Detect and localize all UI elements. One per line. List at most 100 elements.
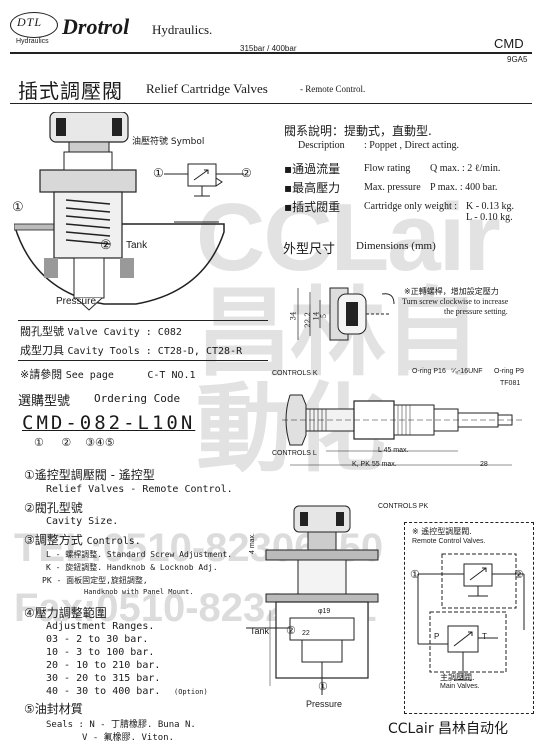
title-cn: 插式調壓閥	[18, 79, 123, 103]
dim-title-en: Dimensions (mm)	[356, 240, 436, 252]
drawing-port2: ②	[100, 238, 112, 253]
remote-main-cn: 主調壓閥.	[440, 673, 475, 682]
cavity-l3-cn: ※請參閱	[20, 368, 63, 381]
dim-22-2: 22.2	[303, 312, 312, 328]
dim-34: 34	[289, 311, 298, 321]
spec-flow-cn-text: 通過流量	[292, 162, 341, 176]
spec-weight-cn-text: 插式閥重	[292, 200, 341, 214]
spec-press-cn-text: 最高壓力	[292, 181, 341, 195]
controls-k-label: CONTROLS K	[272, 370, 318, 377]
cavity-l1-en: Valve Cavity : C082	[67, 327, 182, 338]
symbol-port1: ①	[153, 166, 164, 180]
ordering-i5-cn: ⑤油封材質	[24, 702, 83, 716]
header-rule	[10, 52, 532, 54]
range-20: 20 - 10 to 210 bar.	[46, 660, 161, 671]
spec-press-en: Max. pressure	[364, 182, 421, 193]
spec-desc-cn: 閥系說明：提動式，直動型.	[284, 124, 432, 138]
dim-note-cn: ※正轉螺桿，增加設定壓力	[404, 287, 499, 296]
spec-flow-val: Q max. : 2 ℓ/min.	[430, 163, 501, 174]
spec-flow-cn: ▪通過流量	[284, 162, 341, 176]
dim-note-en1: Turn screw clockwise to increase	[402, 297, 509, 306]
ordering-i3: ③調整方式 Controls.	[24, 531, 141, 548]
oring-p9-label: O-ring P9	[494, 368, 524, 375]
ordering-i3-pk2: Handknob with Panel Mount.	[84, 588, 194, 596]
header-code-sub: 9GA5	[507, 55, 528, 64]
ordering-title-en: Ordering Code	[94, 392, 181, 405]
cavity-rule-bottom	[18, 360, 268, 361]
ordering-i3-pk: PK - 面板固定型,旋鈕調整,	[42, 576, 148, 585]
remote-p-label: P	[434, 632, 440, 641]
dim-l45: L 45 max.	[378, 447, 409, 454]
spec-press-val: P max. : 400 bar.	[430, 182, 498, 193]
side-view-drawing	[282, 394, 522, 466]
cavity-line2: 成型刀具 Cavity Tools : CT28-D, CT28-R	[20, 342, 242, 358]
symbol-port2: ②	[241, 166, 252, 180]
dim-phi19: φ19	[318, 608, 331, 615]
panel-tank-label: Tank	[250, 626, 270, 636]
title-rule	[10, 103, 532, 104]
panel-pressure-label: Pressure	[306, 699, 343, 709]
dim-kpk55: K, PK 55 max.	[352, 461, 397, 468]
ordering-nums: ① ② ③④⑤	[34, 436, 115, 449]
spec-press-cn: ▪最高壓力	[284, 181, 341, 195]
title-en: Relief Cartridge Valves	[146, 81, 268, 96]
remote-t-label: T	[482, 632, 487, 641]
drawing-pressure: Pressure	[56, 296, 97, 307]
remote-port1: ①	[410, 568, 420, 581]
spec-weight-cn: ▪插式閥重	[284, 200, 341, 214]
cavity-l3-ref: C-T NO.1	[147, 370, 196, 381]
remote-main-en: Main Valves.	[440, 683, 480, 690]
cavity-line3: ※請參閱 See page C-T NO.1	[20, 366, 196, 382]
remote-circuit-box	[404, 522, 534, 714]
hydraulic-symbol	[164, 163, 244, 197]
logo-oval-sub: Hydraulics	[16, 38, 49, 45]
dim-title-cn: 外型尺寸	[283, 242, 336, 257]
panel-port2: ②	[286, 624, 296, 637]
thread-label: ⁵⁄₈-16UNF	[451, 368, 483, 375]
title-sub: - Remote Control.	[300, 84, 366, 94]
header-pressure: 315bar / 400bar	[240, 44, 297, 53]
logo-oval	[10, 12, 58, 38]
valve-cross-section	[14, 112, 225, 311]
footer-brand: CCLair 昌林自动化	[388, 721, 509, 737]
cavity-line1: 閥孔型號 Valve Cavity : C082	[20, 323, 182, 339]
dim-28: 28	[480, 461, 488, 468]
drawing-port1: ①	[12, 200, 24, 215]
spec-desc-en-label: Description	[298, 140, 345, 151]
seal-n: Seals : N - 丁腈橡膠. Buna N.	[46, 720, 196, 730]
ordering-i3-l: L - 螺桿調整. Standard Screw Adjustment.	[46, 550, 233, 559]
seal-v: V - 氟橡膠. Viton.	[82, 733, 175, 743]
ordering-i1-cn: ①遙控型調壓閥 - 遙控型	[24, 468, 155, 482]
controls-pk-label: CONTROLS PK	[378, 503, 429, 510]
ordering-i1-en: Relief Valves - Remote Control.	[46, 484, 233, 495]
ordering-i4-en: Adjustment Ranges.	[46, 621, 155, 632]
ordering-i4-cn: ④壓力調整範圍	[24, 606, 107, 620]
spec-weight-en: Cartridge only weight :	[364, 201, 458, 212]
controls-l-label: CONTROLS L	[272, 450, 317, 457]
spec-desc-en: : Poppet , Direct acting.	[364, 140, 459, 151]
remote-note-en: Remote Control Valves.	[412, 538, 486, 545]
brand-suffix: Hydraulics.	[152, 22, 213, 37]
ordering-title-cn: 選購型號	[18, 394, 71, 409]
ordering-i3-cn: ③調整方式	[24, 533, 83, 547]
panel-mount-drawing	[246, 505, 379, 695]
spec-flow-en: Flow rating	[364, 163, 411, 174]
range-10: 10 - 3 to 100 bar.	[46, 647, 155, 658]
remote-port2: ②	[514, 568, 524, 581]
dim-4max: 4 max.	[249, 532, 257, 555]
ordering-i3-en: Controls.	[86, 536, 141, 547]
range-40: 40 - 30 to 400 bar.	[46, 686, 161, 697]
range-30: 30 - 20 to 315 bar.	[46, 673, 161, 684]
ordering-i2-cn: ②閥孔型號	[24, 501, 83, 515]
drawing-tank: Tank	[126, 240, 148, 251]
cavity-l1-cn: 閥孔型號	[20, 325, 64, 338]
dim-note-en2: the pressure setting.	[444, 307, 508, 316]
dim-22b: 22	[302, 630, 310, 637]
symbol-label: 油壓符號 Symbol	[132, 137, 205, 147]
panel-port1: ①	[318, 680, 328, 693]
range-03: 03 - 2 to 30 bar.	[46, 634, 149, 645]
oring-p16-label: O-ring P16	[412, 368, 446, 375]
brand-name: Drotrol	[62, 14, 130, 39]
cavity-l2-en: Cavity Tools : CT28-D, CT28-R	[67, 346, 243, 357]
cavity-l2-cn: 成型刀具	[20, 344, 64, 357]
